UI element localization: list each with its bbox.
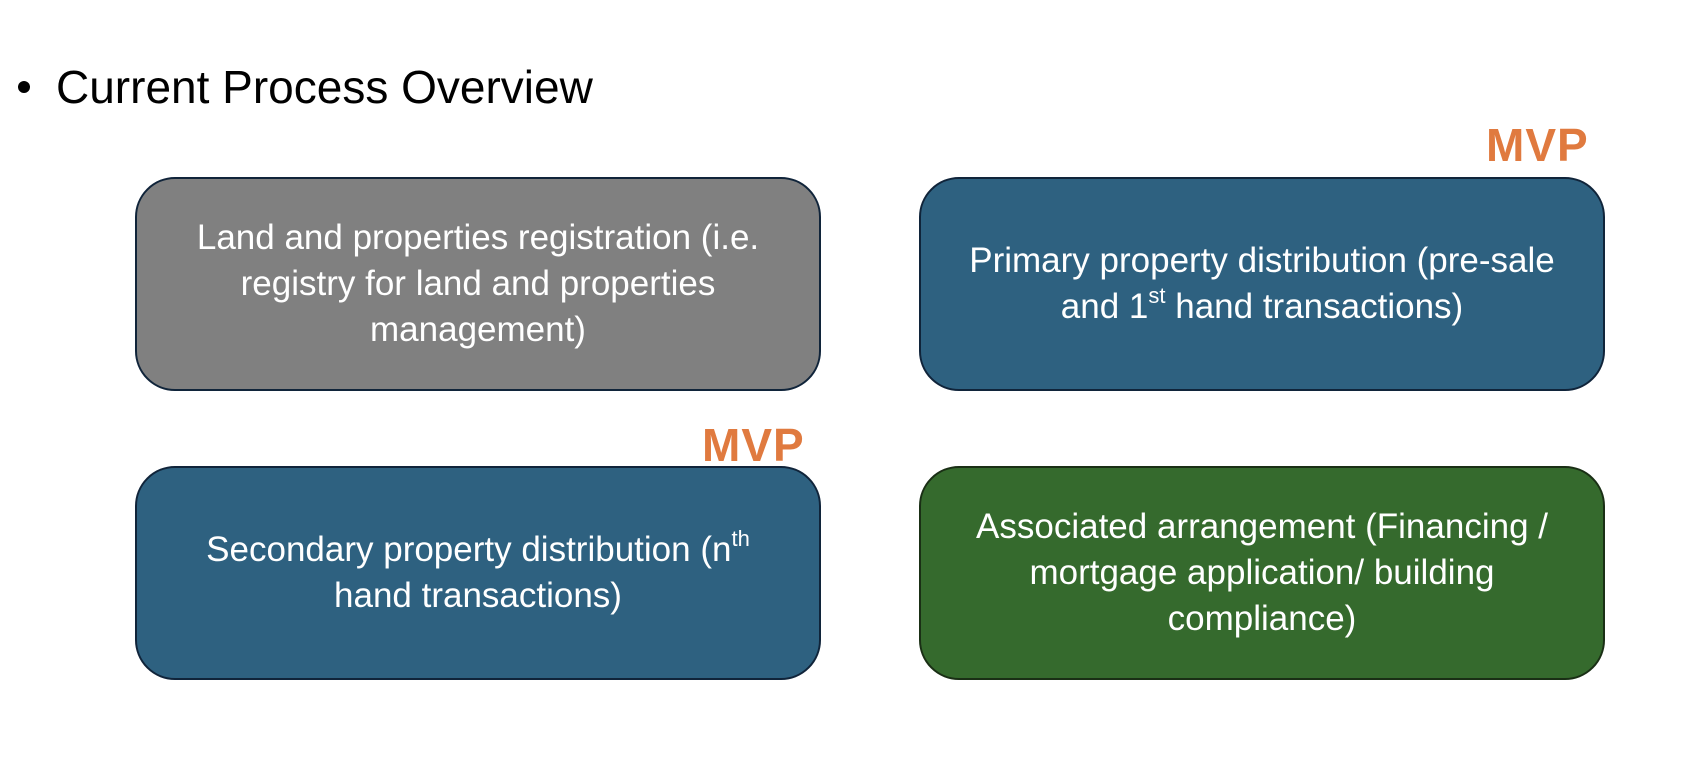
mvp-label-primary: MVP xyxy=(1486,119,1589,171)
bullet-icon xyxy=(18,81,30,93)
secondary-distribution-box: Secondary property distribution (nth han… xyxy=(135,466,821,680)
land-registration-box: Land and properties registration (i.e. r… xyxy=(135,177,821,391)
primary-distribution-box: Primary property distribution (pre-sale … xyxy=(919,177,1605,391)
mvp-label-secondary: MVP xyxy=(702,419,805,471)
associated-arrangement-text: Associated arrangement (Financing / mort… xyxy=(976,507,1548,638)
associated-arrangement-box: Associated arrangement (Financing / mort… xyxy=(919,466,1605,680)
primary-distribution-text: Primary property distribution (pre-sale … xyxy=(969,241,1555,326)
secondary-distribution-superscript: th xyxy=(731,526,750,552)
land-registration-text: Land and properties registration (i.e. r… xyxy=(196,218,760,349)
secondary-distribution-text: Secondary property distribution (nth han… xyxy=(206,526,750,615)
primary-distribution-superscript: st xyxy=(1148,283,1166,309)
heading-text: Current Process Overview xyxy=(56,61,593,113)
slide-heading: Current Process Overview xyxy=(16,60,593,114)
